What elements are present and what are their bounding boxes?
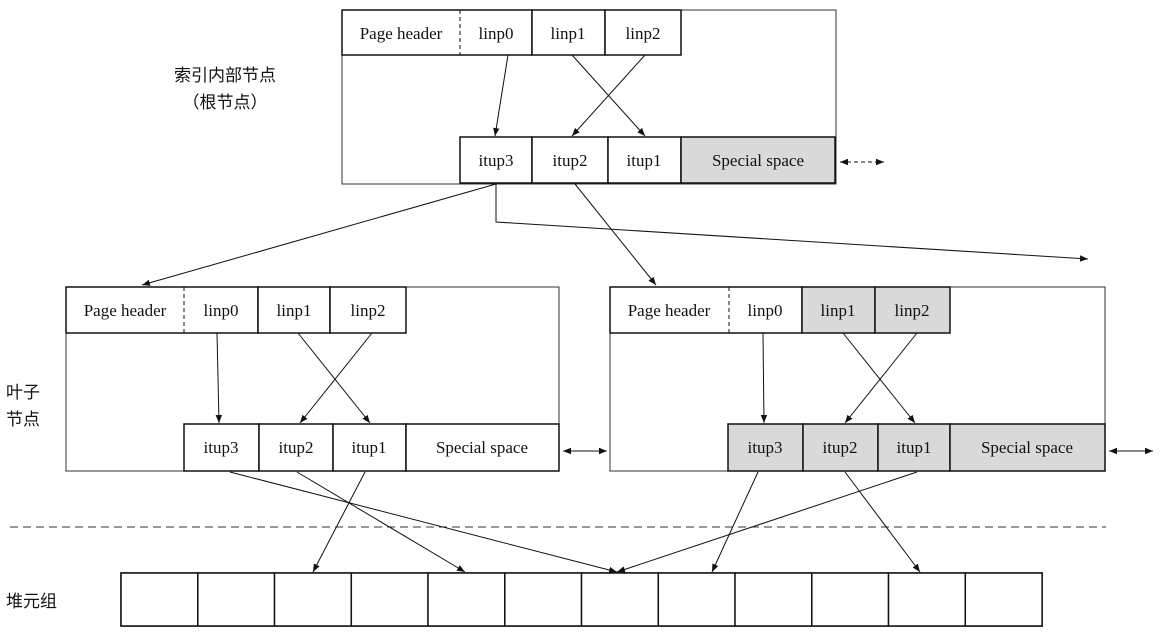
heap-tuple-cell [273, 572, 353, 627]
right-leaf-itup3-label: itup3 [748, 438, 783, 457]
root-itup3-cell [459, 136, 533, 184]
left-leaf-node: Page header linp0 linp1 linp2 itup3 itup… [65, 286, 560, 472]
right-leaf-linp2-to-itup2-arrow [844, 332, 918, 424]
left-leaf-linp2-label: linp2 [351, 301, 386, 320]
left-leaf-page-header-label: Page header [84, 301, 167, 320]
left-leaf-linp1-label: linp1 [277, 301, 312, 320]
left-leaf-linp0-label: linp0 [204, 301, 239, 320]
leaf-node-label-line2: 节点 [6, 410, 40, 430]
root-linp2-label: linp2 [626, 24, 661, 43]
right-leaf-itup2-label: itup2 [823, 438, 858, 457]
heap-tuple-cell [120, 572, 199, 627]
right-leaf-linp0-label: linp0 [748, 301, 783, 320]
right-leaf-linp0-to-itup3-arrow [760, 332, 768, 424]
heap-tuple-cell [504, 572, 583, 627]
right-leaf-node: Page header linp0 linp1 linp2 itup3 itup… [609, 286, 1153, 472]
right-leaf-linp2-label: linp2 [895, 301, 930, 320]
right-leaf-itup3-cell [727, 423, 804, 472]
right-leaf-header-cell [609, 286, 803, 334]
right-itup2-to-heap-arrow [844, 471, 921, 573]
root-page-header-label: Page header [360, 24, 443, 43]
root-linp2-to-itup2-arrow [571, 54, 646, 137]
left-itup2-to-heap-arrow [296, 471, 466, 573]
root-node: Page header linp0 linp1 linp2 itup3 itup… [341, 9, 884, 185]
heap-tuple-cell [197, 572, 276, 627]
right-leaf-linp1-label: linp1 [821, 301, 856, 320]
right-leaf-linp1-cell [801, 286, 876, 334]
root-special-cell [680, 136, 836, 184]
left-leaf-itup2-label: itup2 [279, 438, 314, 457]
left-leaf-itup3-cell [183, 423, 260, 472]
left-leaf-linp2-cell [329, 286, 407, 334]
heap-tuple-cell [580, 572, 660, 627]
root-itup1-label: itup1 [627, 151, 662, 170]
right-leaf-special-label: Special space [981, 438, 1073, 457]
root-header-cell [341, 9, 533, 56]
left-leaf-linp0-to-itup3-arrow [215, 332, 223, 424]
right-leaf-page-header-label: Page header [628, 301, 711, 320]
root-linp0-label: linp0 [479, 24, 514, 43]
root-itup2-to-right-leaf-arrow [574, 183, 657, 286]
left-leaf-itup3-label: itup3 [204, 438, 239, 457]
left-itup3-to-heap-arrow [229, 471, 618, 574]
left-leaf-linp1-to-itup1-arrow [297, 332, 371, 424]
root-itup-row: itup3 itup2 itup1 Special space [459, 136, 836, 184]
left-leaf-header-cell [65, 286, 259, 334]
heap-tuple-cell [964, 572, 1043, 627]
root-linp0-to-itup3-arrow [493, 54, 509, 137]
root-linp2-cell [604, 9, 682, 56]
right-leaf-itup1-label: itup1 [897, 438, 932, 457]
heap-tuple-cell [734, 572, 813, 627]
heap-tuples-label: 堆元组 [6, 592, 57, 612]
root-itup3-to-left-leaf-arrow [141, 183, 497, 286]
root-linp1-label: linp1 [551, 24, 586, 43]
left-leaf-special-cell [405, 423, 560, 472]
root-header-row: Page header linp0 linp1 linp2 [341, 9, 682, 56]
left-leaf-special-label: Special space [436, 438, 528, 457]
root-node-label-line2: （根节点） [183, 93, 268, 113]
left-leaf-linp2-to-itup2-arrow [299, 332, 373, 424]
heap-tuple-cell [887, 572, 967, 627]
right-leaf-special-cell [949, 423, 1106, 472]
heap-tuple-cell [657, 572, 736, 627]
heap-tuples-row [120, 572, 1043, 627]
left-itup1-to-heap-arrow [312, 471, 366, 573]
root-itup3-label: itup3 [479, 151, 514, 170]
right-leaf-linp1-to-itup1-arrow [842, 332, 916, 424]
heap-tuple-cell [811, 572, 890, 627]
root-itup1-cell [607, 136, 682, 184]
heap-tuple-cell [427, 572, 506, 627]
right-leaf-itup1-cell [877, 423, 951, 472]
root-node-label-line1: 索引内部节点 [174, 66, 276, 86]
root-special-label: Special space [712, 151, 804, 170]
right-leaf-linp2-cell [874, 286, 951, 334]
right-itup1-to-heap-arrow [616, 471, 918, 573]
left-leaf-itup2-cell [258, 423, 334, 472]
root-itup3-to-offpage-arrow [495, 184, 1089, 262]
right-leaf-itup2-cell [802, 423, 879, 472]
heap-cells [120, 572, 1043, 627]
heap-tuple-cell [350, 572, 429, 627]
right-itup3-to-heap-arrow [711, 471, 759, 573]
leaf-node-label-line1: 叶子 [6, 383, 40, 403]
left-leaf-itup1-label: itup1 [352, 438, 387, 457]
root-itup2-label: itup2 [553, 151, 588, 170]
